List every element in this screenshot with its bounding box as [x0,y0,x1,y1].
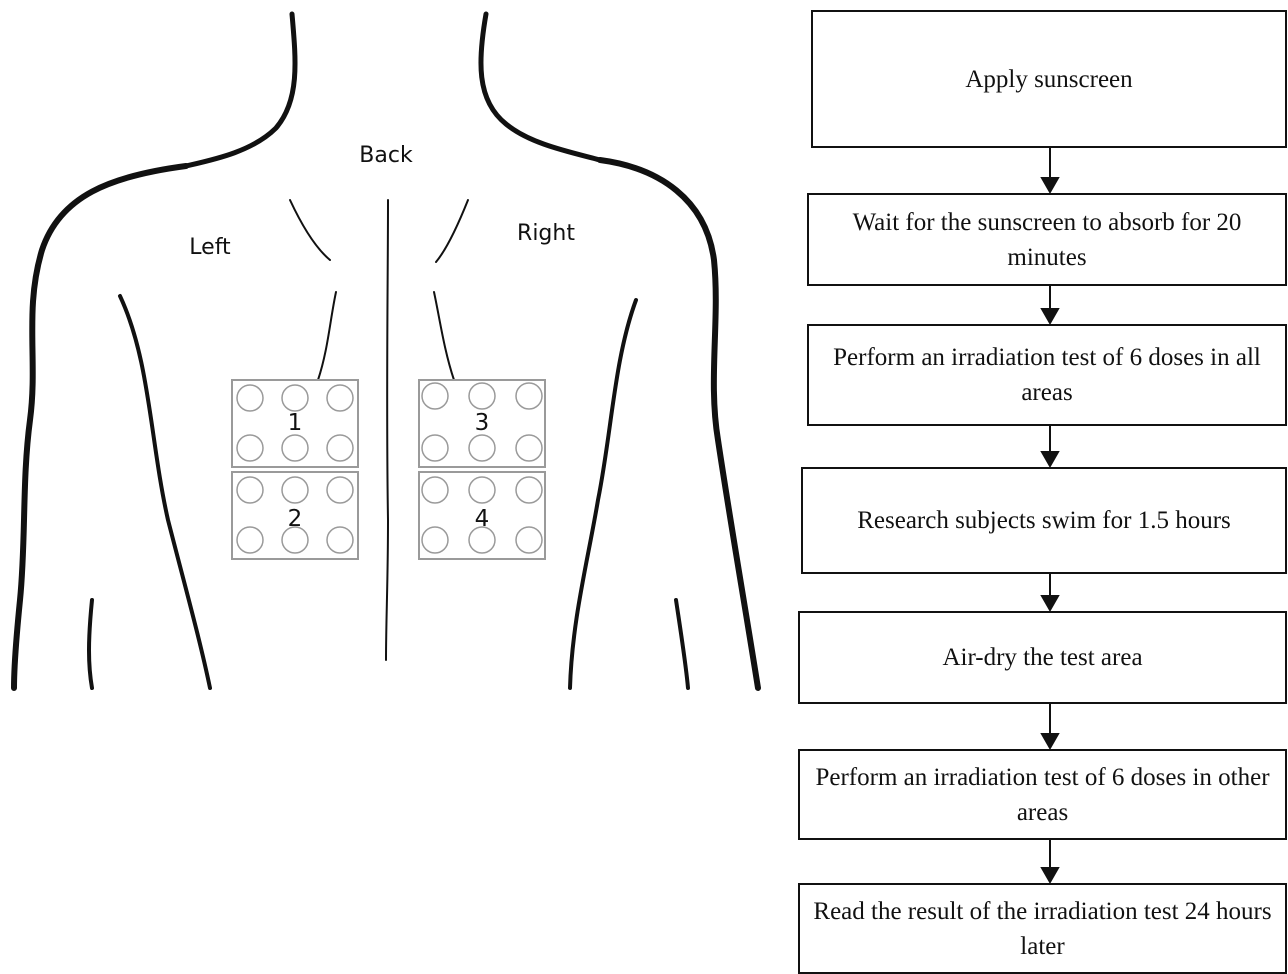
arrow-3-head [1042,452,1058,466]
spot-1a [237,385,263,411]
spot-3b [469,383,495,409]
spot-3c [516,383,542,409]
flow-step-6-text: Perform an irradiation test of 6 doses i… [808,760,1277,830]
spot-4b [469,477,495,503]
flow-step-1: Apply sunscreen [811,10,1287,148]
spot-4f [516,527,542,553]
arrow-6-head [1042,868,1058,882]
spot-1d [237,435,263,461]
left-scapula-line [290,200,330,260]
neck-right-line [481,14,600,160]
arrow-2-head [1042,309,1058,323]
right-scapula-line [436,200,468,262]
spot-4c [516,477,542,503]
flow-step-2-text: Wait for the sunscreen to absorb for 20 … [817,205,1277,275]
flow-step-3: Perform an irradiation test of 6 doses i… [807,324,1287,426]
test-area-1: 1 [232,380,358,467]
flow-step-7: Read the result of the irradiation test … [798,883,1287,974]
right-scapula-lower [434,292,454,380]
flow-step-2: Wait for the sunscreen to absorb for 20 … [807,193,1287,286]
spot-1c [327,385,353,411]
test-area-4: 4 [419,472,545,559]
flow-step-3-text: Perform an irradiation test of 6 doses i… [817,340,1277,410]
left-scapula-lower [318,292,336,380]
flow-step-4-text: Research subjects swim for 1.5 hours [857,503,1231,538]
test-area-3: 3 [419,380,545,467]
flow-step-5: Air-dry the test area [798,611,1287,704]
flow-step-6: Perform an irradiation test of 6 doses i… [798,749,1287,840]
flow-step-4: Research subjects swim for 1.5 hours [801,467,1287,574]
label-left: Left [189,235,231,260]
spot-1e [282,435,308,461]
spot-2f [327,527,353,553]
neck-left-line [186,14,295,166]
arrow-1-head [1042,178,1058,192]
spot-3e [469,435,495,461]
left-inner-arm-2 [89,600,92,688]
left-inner-arm [120,296,210,688]
test-area-2: 2 [232,472,358,559]
flow-step-5-text: Air-dry the test area [942,640,1142,675]
area-label-3: 3 [475,410,490,436]
area-label-4: 4 [475,506,490,532]
spine-line [386,200,388,660]
area-label-2: 2 [288,506,303,532]
flow-step-7-text: Read the result of the irradiation test … [808,894,1277,964]
spot-3f [516,435,542,461]
spot-3a [422,383,448,409]
spot-4a [422,477,448,503]
spot-3d [422,435,448,461]
spot-1b [282,385,308,411]
spot-2b [282,477,308,503]
area-label-1: 1 [288,410,303,436]
right-inner-arm-2 [676,600,688,688]
label-right: Right [517,221,575,246]
arrow-4-head [1042,596,1058,610]
spot-4d [422,527,448,553]
flow-step-1-text: Apply sunscreen [965,62,1132,97]
spot-2c [327,477,353,503]
label-back: Back [359,143,413,168]
spot-2a [237,477,263,503]
spot-1f [327,435,353,461]
torso-outline [14,14,758,688]
arrow-5-head [1042,734,1058,748]
spot-2d [237,527,263,553]
left-shoulder-outer [14,166,186,688]
right-inner-arm [570,300,636,688]
